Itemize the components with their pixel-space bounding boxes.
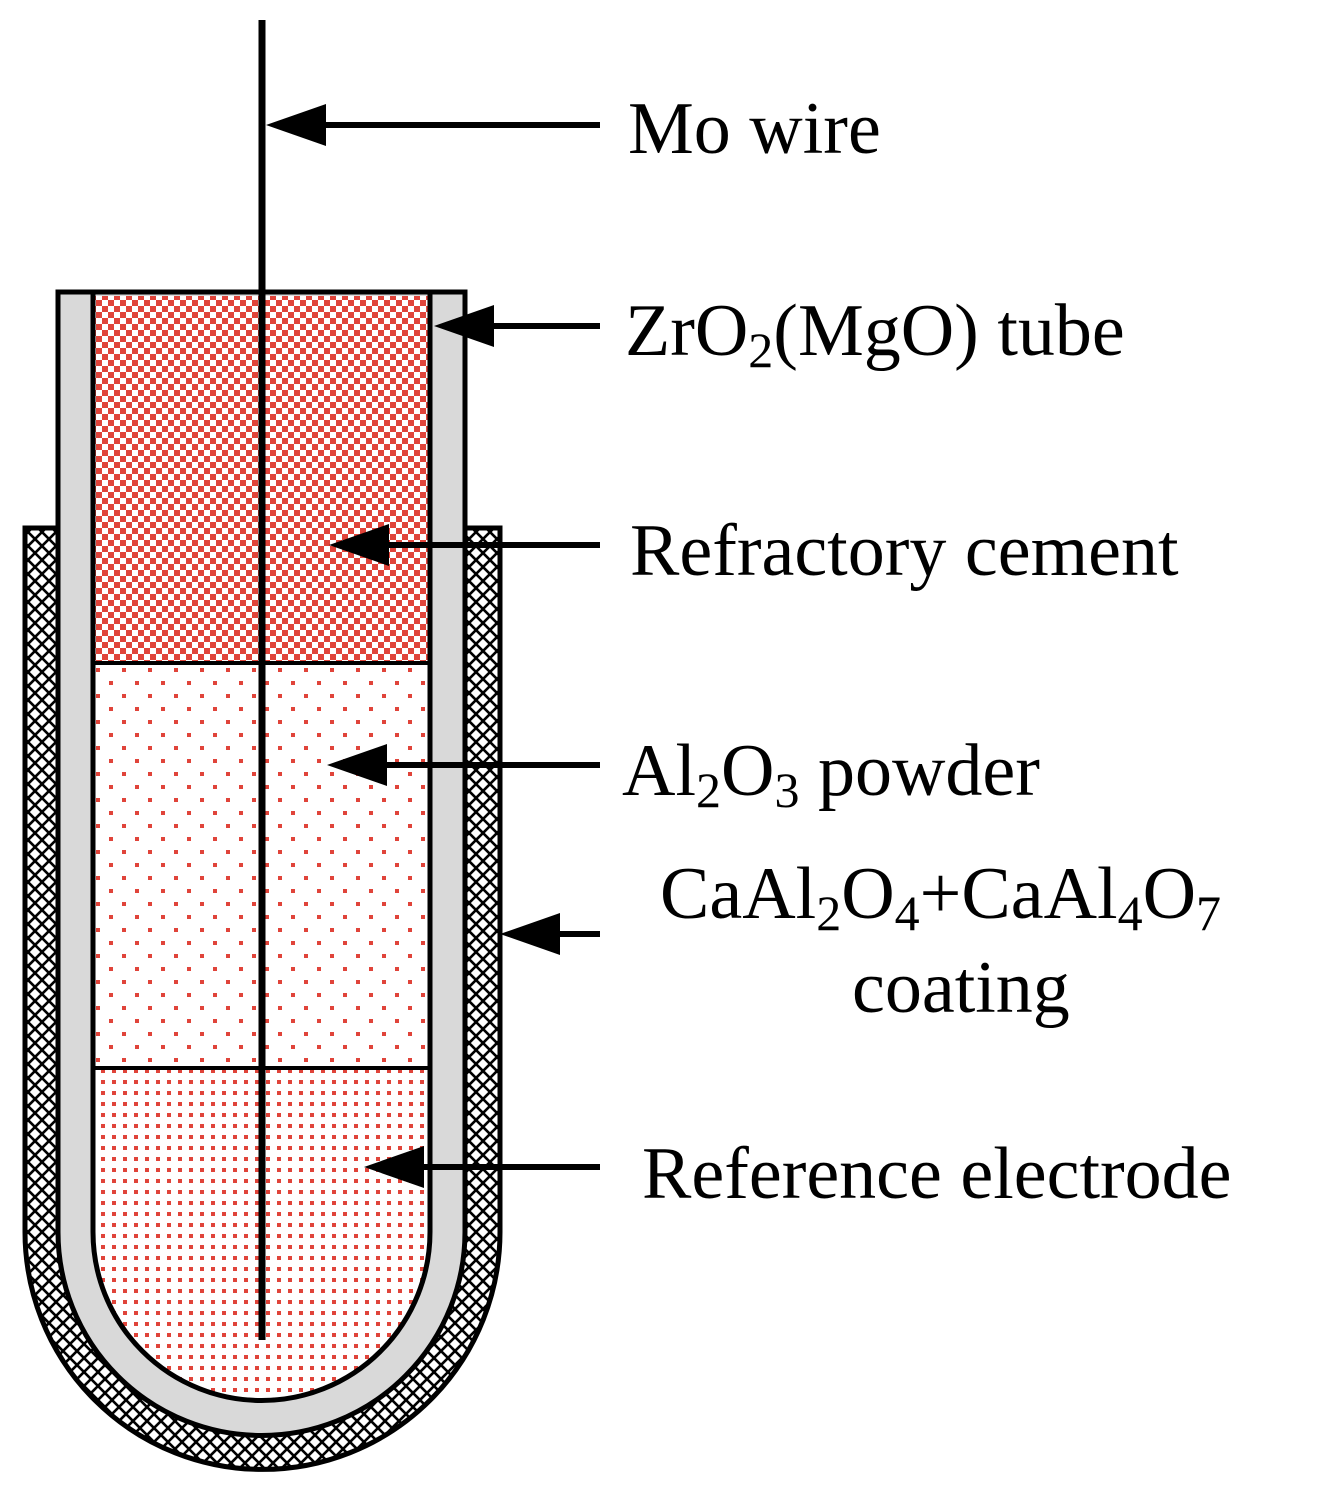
powder-arrow bbox=[327, 744, 600, 786]
leader-arrows bbox=[266, 104, 600, 1188]
label-reference-electrode: Reference electrode bbox=[642, 1133, 1232, 1215]
label-mo-wire: Mo wire bbox=[628, 88, 881, 170]
reference-arrow bbox=[364, 1146, 600, 1188]
tube-arrow bbox=[434, 305, 600, 347]
cement-arrow bbox=[329, 524, 600, 566]
label-zro2-tube: ZrO2(MgO) tube bbox=[625, 290, 1125, 378]
mo-wire-arrow bbox=[266, 104, 600, 146]
label-coating: coating bbox=[852, 947, 1070, 1029]
label-coating-formula: CaAl2O4+CaAl4O7 bbox=[660, 853, 1221, 941]
label-al2o3-powder: Al2O3 powder bbox=[622, 730, 1040, 818]
tube-inner-wall bbox=[90, 292, 433, 1403]
coating-arrow bbox=[500, 913, 600, 955]
label-refractory-cement: Refractory cement bbox=[630, 510, 1179, 592]
